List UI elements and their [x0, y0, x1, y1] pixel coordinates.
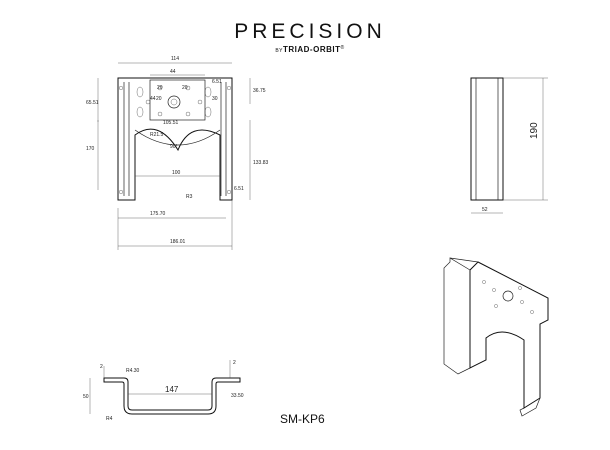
mount-hole [185, 111, 191, 117]
brand-byline: BYTRIAD-ORBIT® [225, 45, 395, 54]
mount-hole [145, 99, 151, 105]
dim-2-right: 2 [233, 360, 236, 366]
trademark: ® [340, 45, 345, 51]
iso-top-edge [449, 257, 479, 263]
corner-hole [118, 85, 123, 90]
dim-44: 44 [170, 69, 176, 75]
dim-angle: 90° [170, 144, 178, 150]
dim-44v: 44 [150, 96, 156, 102]
dim-65-51: 65.51 [86, 100, 99, 106]
mount-plate [149, 79, 206, 121]
dim-100: 100 [172, 170, 181, 176]
arch-curve [134, 129, 221, 146]
front-view: 114 44 20 20 44 20 30 36.75 65.51 105.51… [86, 56, 269, 250]
brand-name: PRECISION [234, 20, 386, 43]
iso-center-hole [502, 290, 514, 302]
byline-brand: TRIAD-ORBIT [282, 45, 341, 54]
corner-hole [226, 189, 231, 194]
center-hole [167, 95, 181, 109]
byline-prefix: BY [275, 48, 283, 54]
side-view: 190 52 [470, 77, 548, 214]
iso-hole [492, 288, 496, 292]
section-view: 50 147 R4 R4.30 2 2 33.50 [83, 360, 244, 422]
dim-170: 170 [86, 146, 95, 152]
dim-30: 30 [212, 96, 218, 102]
dim-20b: 20 [182, 85, 188, 91]
mount-hole [157, 85, 163, 91]
iso-hole [494, 304, 498, 308]
dim-147: 147 [165, 385, 179, 394]
iso-front-face [469, 261, 549, 409]
slot [136, 86, 144, 98]
corner-hole [226, 85, 231, 90]
mount-hole [197, 99, 203, 105]
dim-186-01: 186.01 [170, 239, 186, 245]
dim-20a: 20 [157, 85, 163, 91]
model-number: SM-KP6 [280, 412, 325, 426]
dim-190: 190 [529, 122, 540, 139]
dim-r4: R4 [106, 416, 113, 422]
iso-hole [530, 310, 534, 314]
dim-52: 52 [482, 207, 488, 213]
dim-50: 50 [83, 394, 89, 400]
dim-175-70: 175.70 [150, 211, 166, 217]
dim-2-left: 2 [100, 364, 103, 370]
dim-6-51: 6.51 [212, 79, 222, 85]
brand-logo: PRECISION BYTRIAD-ORBIT® [225, 20, 395, 60]
iso-hole [482, 280, 486, 284]
mount-hole [157, 111, 163, 117]
dim-r21-5: R21.5 [150, 132, 164, 138]
dim-33-50: 33.50 [231, 393, 244, 399]
iso-left-flange [443, 257, 471, 375]
dim-36-75: 36.75 [253, 88, 266, 94]
dim-105-51: 105.51 [163, 120, 179, 126]
dim-r4-30: R4.30 [126, 368, 140, 374]
slot [136, 106, 144, 118]
iso-hole [520, 300, 524, 304]
dim-r3: R3 [186, 194, 193, 200]
front-plate-outline [117, 77, 233, 201]
mount-hole [185, 85, 191, 91]
slot [204, 106, 212, 118]
dim-6-51b: 6.51 [234, 186, 244, 192]
section-profile [103, 377, 241, 415]
dim-114: 114 [171, 56, 179, 62]
corner-hole [118, 189, 123, 194]
slot [204, 86, 212, 98]
dim-20c: 20 [156, 96, 162, 102]
isometric-view [443, 257, 549, 417]
iso-hole [518, 286, 522, 290]
iso-right-flange [519, 397, 541, 417]
center-hole-inner [170, 98, 178, 106]
dim-133-83: 133.83 [253, 160, 269, 166]
